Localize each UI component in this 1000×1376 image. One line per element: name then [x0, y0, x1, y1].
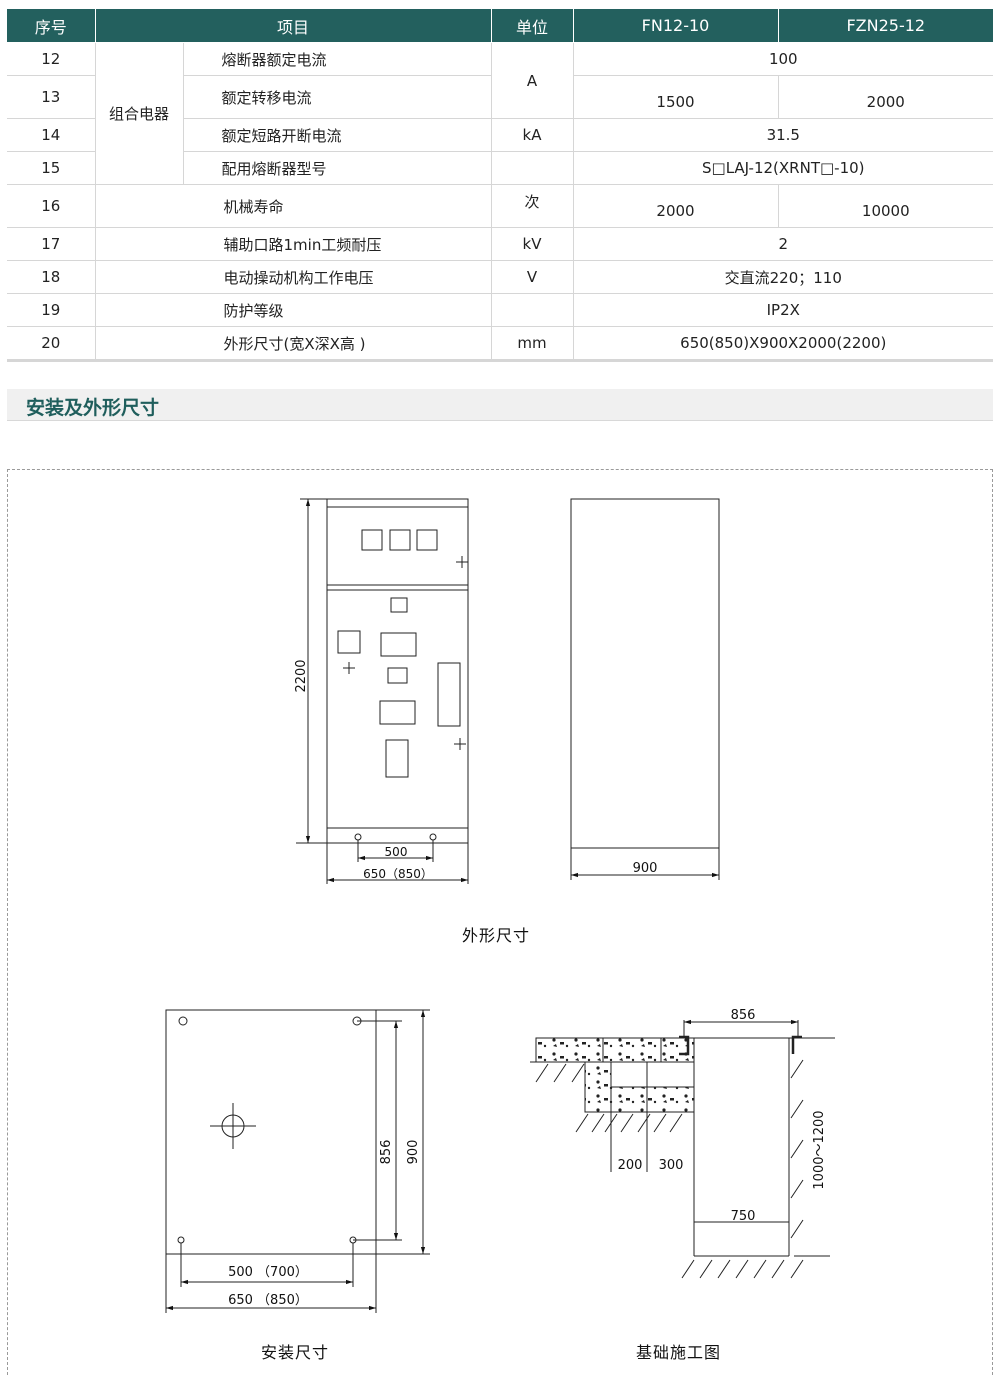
foundation-view — [530, 1019, 835, 1279]
spec-table: 序号 项目 单位 FN12-10 FZN25-12 12 组合电器 熔断器额定电… — [7, 9, 994, 362]
row-no: 18 — [7, 260, 96, 294]
row-unit: A — [491, 42, 574, 119]
front-view — [296, 498, 469, 884]
drawing-frame — [7, 469, 993, 1375]
row-value-fn12: 2000 — [573, 184, 779, 228]
row-value: 交直流220；110 — [573, 260, 994, 294]
row-unit — [491, 151, 574, 185]
row-item: 配用熔断器型号 — [183, 151, 492, 185]
section-header: 安装及外形尺寸 — [7, 389, 993, 421]
foundation-caption: 基础施工图 — [636, 1343, 722, 1362]
foundation-top-label: 856 — [731, 1008, 756, 1023]
table-row: 17 辅助口路1min工频耐压 kV 2 — [7, 227, 994, 261]
row-value: 2 — [573, 227, 994, 261]
row-no: 17 — [7, 227, 96, 261]
front-outer-width-label: 650（850） — [363, 867, 433, 881]
install-outer-width-label: 650 （850） — [228, 1293, 308, 1308]
table-row: 16 机械寿命 次 2000 10000 — [7, 184, 994, 228]
front-height-label: 2200 — [294, 659, 309, 692]
row-value-fzn25: 10000 — [778, 184, 994, 228]
install-view — [165, 1009, 430, 1313]
table-row: 14 额定短路开断电流 kA 31.5 — [7, 118, 994, 152]
row-item: 辅助口路1min工频耐压 — [95, 227, 492, 261]
row-item: 额定转移电流 — [183, 75, 492, 119]
row-value: S□LAJ-12(XRNT□-10) — [573, 151, 994, 185]
section-title: 安装及外形尺寸 — [26, 397, 160, 419]
table-header-row: 序号 项目 单位 FN12-10 FZN25-12 — [7, 9, 994, 43]
row-unit: V — [491, 260, 574, 294]
table-row: 12 组合电器 熔断器额定电流 A 100 — [7, 42, 994, 185]
table-row: 20 外形尺寸(宽X深X高 ) mm 650(850)X900X2000(220… — [7, 326, 994, 362]
row-item: 机械寿命 — [95, 184, 492, 228]
row-item: 熔断器额定电流 — [183, 42, 492, 76]
install-outer-height-label: 900 — [406, 1140, 421, 1165]
header-fn12: FN12-10 — [573, 9, 779, 43]
row-item: 外形尺寸(宽X深X高 ) — [95, 326, 492, 362]
row-value-fzn25: 2000 — [778, 75, 994, 119]
row-unit: 次 — [491, 184, 574, 228]
table-row: 18 电动操动机构工作电压 V 交直流220；110 — [7, 260, 994, 294]
table-row: 19 防护等级 IP2X — [7, 293, 994, 327]
header-item: 项目 — [95, 9, 492, 43]
row-value: 650(850)X900X2000(2200) — [573, 326, 994, 362]
foundation-300-label: 300 — [659, 1158, 684, 1173]
foundation-200-label: 200 — [618, 1158, 643, 1173]
row-item: 防护等级 — [95, 293, 492, 327]
row-unit — [491, 293, 574, 327]
row-value: IP2X — [573, 293, 994, 327]
row-value-fn12: 1500 — [573, 75, 779, 119]
row-no: 19 — [7, 293, 96, 327]
row-value: 31.5 — [573, 118, 994, 152]
table-row: 15 配用熔断器型号 S□LAJ-12(XRNT□-10) — [7, 151, 994, 185]
install-inner-width-label: 500 （700） — [228, 1265, 308, 1280]
side-depth-label: 900 — [633, 861, 658, 876]
row-unit: kA — [491, 118, 574, 152]
install-inner-height-label: 856 — [379, 1140, 394, 1165]
row-no: 20 — [7, 326, 96, 362]
row-no: 16 — [7, 184, 96, 228]
row-item: 电动操动机构工作电压 — [95, 260, 492, 294]
row-unit: kV — [491, 227, 574, 261]
row-unit: mm — [491, 326, 574, 362]
table-row: 13 额定转移电流 1500 2000 — [7, 75, 994, 119]
foundation-bottom-label: 750 — [731, 1209, 756, 1224]
foundation-depth-label: 1000～1200 — [812, 1110, 827, 1189]
side-view — [570, 498, 720, 880]
outline-caption: 外形尺寸 — [462, 926, 531, 945]
header-fzn25: FZN25-12 — [778, 9, 994, 43]
row-value: 100 — [573, 42, 994, 76]
row-no: 14 — [7, 118, 96, 152]
row-no: 13 — [7, 75, 96, 119]
header-unit: 单位 — [491, 9, 574, 43]
row-no: 12 — [7, 42, 96, 76]
front-inner-width-label: 500 — [385, 845, 408, 859]
row-no: 15 — [7, 151, 96, 185]
install-caption: 安装尺寸 — [261, 1343, 330, 1362]
group-label: 组合电器 — [95, 42, 184, 185]
header-no: 序号 — [7, 9, 96, 43]
row-item: 额定短路开断电流 — [183, 118, 492, 152]
